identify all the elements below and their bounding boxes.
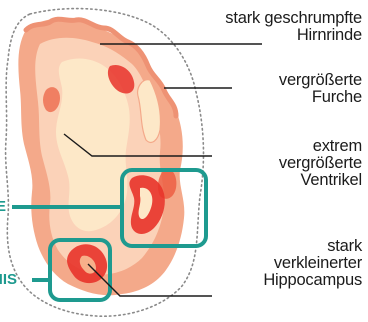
label-shrunken-hippocampus: stark verkleinerter Hippocampus [263, 238, 362, 289]
cut-off-tag-upper: E [0, 199, 6, 214]
label-furrow-line-2: Furche [279, 89, 362, 106]
label-ventricle-line-3: Ventrikel [279, 172, 362, 189]
label-hippocampus-line-2: verkleinerter [263, 255, 362, 272]
label-shrunken-cortex: stark geschrumpfte Hirnrinde [225, 10, 362, 44]
label-cortex-line-2: Hirnrinde [225, 27, 362, 44]
label-ventricle-line-1: extrem [279, 138, 362, 155]
label-enlarged-ventricles: extrem vergrößerte Ventrikel [279, 138, 362, 189]
label-cortex-line-1: stark geschrumpfte [225, 10, 362, 27]
label-enlarged-furrow: vergrößerte Furche [279, 72, 362, 106]
label-hippocampus-line-3: Hippocampus [263, 272, 362, 289]
label-furrow-line-1: vergrößerte [279, 72, 362, 89]
cut-off-tag-lower: NIS [0, 272, 17, 287]
label-hippocampus-line-1: stark [263, 238, 362, 255]
label-ventricle-line-2: vergrößerte [279, 155, 362, 172]
